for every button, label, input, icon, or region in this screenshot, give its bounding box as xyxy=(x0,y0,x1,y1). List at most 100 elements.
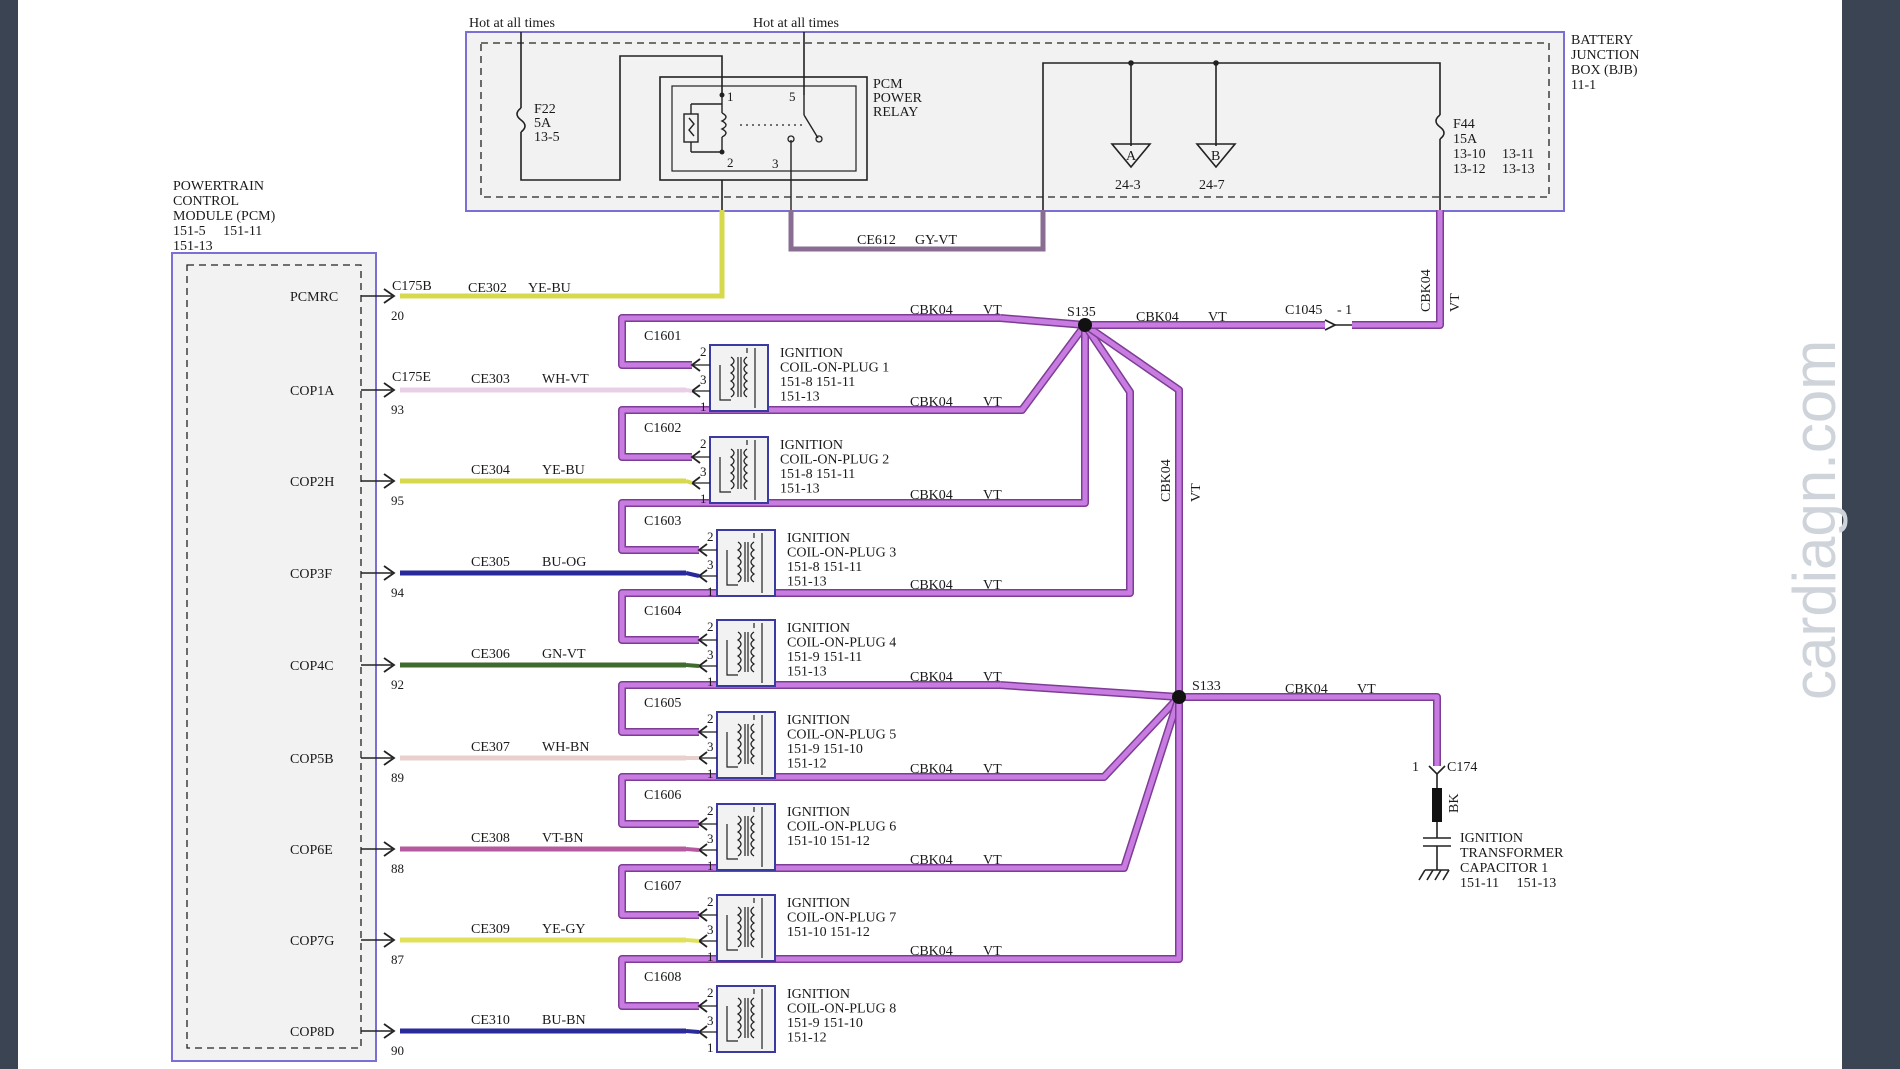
watermark: cardiagn.com xyxy=(1781,340,1848,700)
coil-body xyxy=(716,529,776,597)
pcm-dashed-border xyxy=(186,264,362,1049)
capacitor-title-3: CAPACITOR 1 xyxy=(1460,861,1548,876)
coil-primary-winding xyxy=(736,997,742,1039)
coil-secondary-winding xyxy=(750,997,756,1039)
hot-label-f22: Hot at all times xyxy=(469,16,555,31)
fuse-f44-ref-3: 13-12 xyxy=(1453,162,1486,177)
wire-cbk04-trunk-3 xyxy=(1000,325,1088,506)
bjb-bus xyxy=(1042,62,1445,210)
pcm-pin-num-cop5b: 89 xyxy=(391,770,404,785)
coil-lead xyxy=(726,824,738,860)
coil-title-3: 151-9 151-11 xyxy=(787,650,862,665)
coil-title-2: COIL-ON-PLUG 2 xyxy=(780,453,889,468)
terminal-a-ref: 24-3 xyxy=(1115,178,1141,193)
wire-cbk04-color-cap: VT xyxy=(1357,682,1376,697)
wire-ce310-circuit: CE310 xyxy=(471,1013,510,1028)
wire-cbk04-coil-4-drop xyxy=(619,590,1000,643)
coil-signal-entry xyxy=(685,663,700,668)
pcm-pin-arrow-cop8d xyxy=(383,1023,396,1039)
capacitor-title-4: 151-11 151-13 xyxy=(1460,876,1556,891)
wire-cbk04-color-5: VT xyxy=(983,670,1002,685)
coil-lead xyxy=(719,365,731,401)
splice-s133-label: S133 xyxy=(1192,679,1221,694)
coil-secondary-winding xyxy=(750,815,756,857)
wire-cbk04-circuit-f44: CBK04 xyxy=(1419,269,1434,312)
pcm-pin-arrow-cop6e xyxy=(383,841,396,857)
bjb-dashed-border xyxy=(480,42,1550,198)
wire-cbk04-coil-5-drop xyxy=(619,682,1000,735)
coil-pin-2: 2 xyxy=(707,619,714,634)
wire-ce308-circuit: CE308 xyxy=(471,831,510,846)
coil-body xyxy=(709,344,769,412)
pcm-pin-cop2h: COP2H xyxy=(290,475,334,490)
capacitor-wire: BK xyxy=(1447,794,1462,813)
coil-lead xyxy=(726,640,738,676)
wire-cbk04-circuit-cap: CBK04 xyxy=(1285,682,1328,697)
wire-bk xyxy=(1432,788,1442,822)
coil-title-2: COIL-ON-PLUG 6 xyxy=(787,820,896,835)
coil-pin-3: 3 xyxy=(707,922,714,937)
coil-pin-1: 1 xyxy=(707,858,714,873)
wire-cbk04-to-f44 xyxy=(1352,210,1443,328)
coil-title-1: IGNITION xyxy=(787,805,850,820)
connector-c1045-pin: - 1 xyxy=(1337,303,1352,318)
wire-cbk04-coil-8-drop xyxy=(619,956,1000,1009)
wire-ce612-circuit: CE612 xyxy=(857,233,896,248)
coil-primary-winding xyxy=(736,815,742,857)
fuse-f22 xyxy=(516,32,723,181)
coil-title-1: IGNITION xyxy=(787,621,850,636)
pcm-pin-num-cop7g: 87 xyxy=(391,952,405,967)
coil-signal-entry xyxy=(685,847,700,852)
wire-ce307-circuit: CE307 xyxy=(471,740,510,755)
fuse-f44-ref-1: 13-10 xyxy=(1453,147,1486,162)
pcm-pin-arrow-cop2h xyxy=(383,473,396,489)
capacitor-title-2: TRANSFORMER xyxy=(1460,846,1564,861)
pcm-pin-cop4c: COP4C xyxy=(290,659,334,674)
relay-pin-1: 1 xyxy=(727,89,734,104)
coil-primary-winding xyxy=(729,356,735,398)
coil-title-1: IGNITION xyxy=(787,713,850,728)
battery-junction-box: BATTERY JUNCTION BOX (BJB) 11-1 Hot at a… xyxy=(465,16,1639,212)
wire-ce308-color: VT-BN xyxy=(542,831,584,846)
coil-body xyxy=(716,711,776,779)
coil-pin-2: 2 xyxy=(700,436,707,451)
capacitor-pin: 1 xyxy=(1412,760,1419,775)
coil-pin-1: 1 xyxy=(707,766,714,781)
wire-ce612-color: GY-VT xyxy=(915,233,957,248)
wire-ce612 xyxy=(788,210,1046,252)
pcm-pin-arrow-cop5b xyxy=(383,750,396,766)
coil-title-2: COIL-ON-PLUG 7 xyxy=(787,911,896,926)
coil-title-4: 151-13 xyxy=(780,390,820,405)
capacitor-title-1: IGNITION xyxy=(1460,831,1523,846)
coil-secondary-winding xyxy=(750,631,756,673)
terminal-b-ref: 24-7 xyxy=(1199,178,1225,193)
coil-pin-3: 3 xyxy=(707,739,714,754)
wire-cbk04-color-f44: VT xyxy=(1448,293,1463,312)
coil-connector-c1608: C1608 xyxy=(644,970,681,985)
pcm-pin-cop1a: COP1A xyxy=(290,384,335,399)
coil-connector-c1604: C1604 xyxy=(644,604,681,619)
coil-connector-c1601: C1601 xyxy=(644,329,681,344)
pcm-pin-arrow-cop3f xyxy=(383,565,396,581)
terminal-a-letter: A xyxy=(1126,149,1137,164)
wire-ce310-color: BU-BN xyxy=(542,1013,586,1028)
coil-connector-c1606: C1606 xyxy=(644,788,681,803)
coil-pin-1: 1 xyxy=(707,584,714,599)
coil-title-2: COIL-ON-PLUG 8 xyxy=(787,1002,896,1017)
wire-cbk04-color-4: VT xyxy=(983,578,1002,593)
coil-lead xyxy=(726,550,738,586)
wire-cbk04-coil-7-drop xyxy=(619,865,1000,918)
coil-body xyxy=(709,436,769,504)
coil-title-3: 151-10 151-12 xyxy=(787,925,870,940)
pcm-pin-num-cop3f: 94 xyxy=(391,585,405,600)
coil-lead xyxy=(726,1006,738,1042)
wire-cbk04-s135-s133 xyxy=(1083,322,1182,697)
pcm-pin-cop5b: COP5B xyxy=(290,752,334,767)
connector-c1045-label: C1045 xyxy=(1285,303,1322,318)
coil-title-3: 151-9 151-10 xyxy=(787,742,863,757)
